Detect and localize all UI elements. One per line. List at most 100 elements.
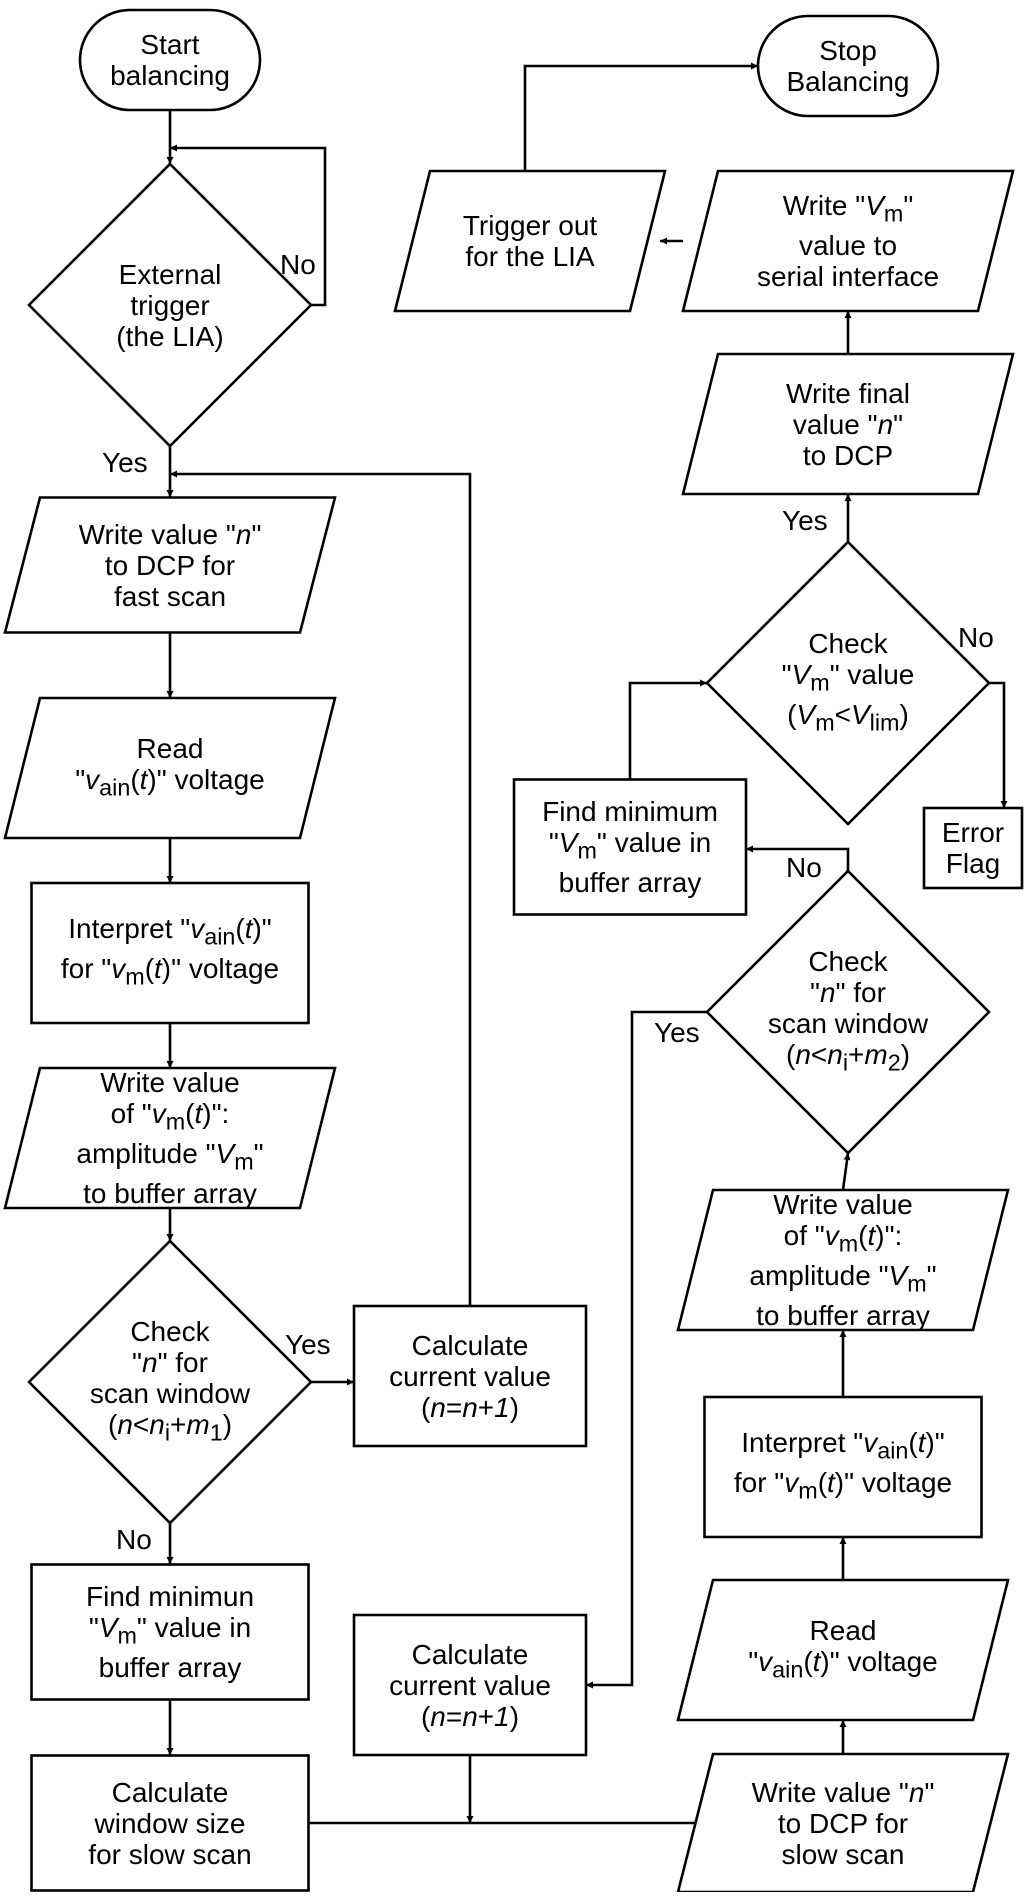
check1-yes-label: Yes (285, 1329, 331, 1360)
read2-label: Read"vain(t)" voltage (683, 1570, 1003, 1730)
label-line: External (118, 258, 222, 290)
write-fast-shape (3, 496, 337, 634)
interp1-label: Interpret "vain(t)"for "vm(t)" voltage (10, 873, 330, 1033)
label-line: scan window (767, 1007, 929, 1039)
label-line: trigger (130, 289, 210, 321)
check2-yes-connector (586, 1010, 707, 1689)
label-line: Balancing (786, 66, 910, 97)
interp2-label: Interpret "vain(t)"for "vm(t)" voltage (683, 1387, 1003, 1547)
label-line: Check (808, 627, 888, 659)
findmin2-to-checkvm-connector (628, 679, 707, 779)
trigger-no-loop-connector (170, 144, 327, 307)
label-line: "Vm" value in (548, 827, 712, 864)
check1-shape (27, 1239, 313, 1525)
read2-shape (676, 1578, 1010, 1722)
label-line: "Vm" value (781, 658, 915, 696)
label-line: value to (798, 229, 898, 261)
label-line: for "vm(t)" voltage (733, 1467, 953, 1504)
label-line: Check (130, 1315, 210, 1347)
stop-shape (756, 14, 940, 118)
label-line: to DCP for (104, 549, 236, 581)
label-line: Calculate (411, 1638, 529, 1670)
writebuf2-to-check2-connector (841, 1152, 851, 1191)
label-line: buffer array (98, 1651, 242, 1683)
label-line: serial interface (756, 260, 940, 292)
label-line: "n" for (810, 976, 886, 1008)
label-line: Trigger out (462, 210, 598, 241)
interp1-shape (30, 881, 310, 1025)
check2-no-label: No (786, 852, 822, 883)
label-line: for "vm(t)" voltage (60, 953, 280, 990)
label-line: Calculate (111, 1776, 229, 1808)
label-line: for the LIA (465, 241, 595, 272)
checkvm-shape (705, 540, 991, 826)
checkvm-no-connector (989, 681, 1008, 808)
trigger-no-label: No (280, 249, 316, 280)
label-line: Calculate (411, 1329, 529, 1361)
label-line: Read (136, 732, 204, 764)
label-line: to buffer array (756, 1299, 930, 1331)
label-line: Write value "n" (751, 1776, 935, 1808)
findmin2-shape (512, 778, 748, 916)
label-line: Write "Vm" (782, 190, 914, 227)
trigger-shape (27, 162, 313, 448)
interp2-shape (703, 1395, 983, 1539)
checkvm-yes-label: Yes (782, 505, 828, 536)
checkvm-label: Check"Vm" value(Vm<Vlim) (688, 603, 1008, 763)
calc1-loop-connector (170, 470, 472, 1306)
label-line: current value (389, 1360, 551, 1392)
label-line: (the LIA) (116, 320, 224, 352)
label-line: "Vm" value in (88, 1612, 252, 1649)
label-line: Find minimun (85, 1581, 255, 1613)
label-line: "vain(t)" voltage (748, 1645, 938, 1683)
label-line: Find minimum (542, 796, 718, 828)
label-line: slow scan (781, 1838, 905, 1870)
writefinal-shape (681, 352, 1015, 496)
calcwin-shape (30, 1754, 310, 1892)
label-line: amplitude "Vm" (76, 1138, 264, 1175)
label-line: of "vm(t)": (783, 1220, 903, 1257)
label-line: to DCP (802, 439, 894, 471)
writebuf1-shape (3, 1066, 337, 1210)
label-line: scan window (89, 1377, 251, 1409)
label-line: "n" for (132, 1346, 208, 1378)
check2-no-connector (746, 845, 850, 871)
label-line: balancing (110, 60, 230, 91)
label-line: Read (809, 1614, 877, 1646)
label-line: value "n" (792, 408, 904, 440)
label-line: Stop (819, 35, 877, 66)
writebuf2-shape (676, 1188, 1010, 1332)
label-line: (n=n+1) (420, 1700, 520, 1732)
label-line: window size (94, 1807, 246, 1839)
label-line: to DCP for (777, 1807, 909, 1839)
trigout-shape (393, 169, 667, 313)
label-line: to buffer array (83, 1177, 257, 1209)
read1-shape (3, 696, 337, 840)
checkvm-no-label: No (958, 622, 994, 653)
label-line: (Vm<Vlim) (787, 698, 909, 736)
trigout-to-stop-connector (523, 62, 758, 171)
label-line: fast scan (113, 580, 227, 612)
label-line: "vain(t)" voltage (75, 763, 265, 801)
read1-label: Read"vain(t)" voltage (10, 688, 330, 848)
label-line: Flag (945, 848, 1001, 879)
start-shape (78, 8, 262, 112)
check2-shape (705, 869, 991, 1155)
label-line: Error (941, 817, 1005, 848)
label-line: Start (140, 29, 200, 60)
trigger-yes-label: Yes (102, 447, 148, 478)
label-line: Write value "n" (78, 518, 262, 550)
